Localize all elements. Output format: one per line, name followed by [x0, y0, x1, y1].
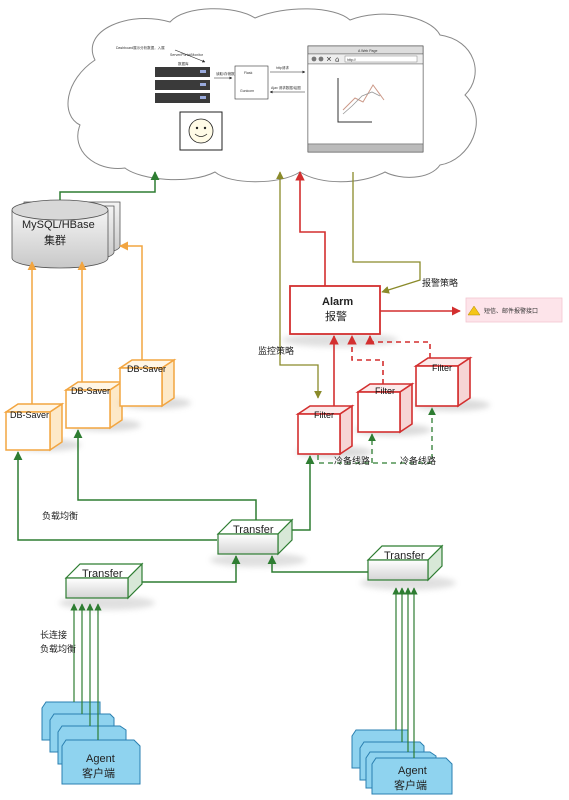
storage-line1: MySQL/HBase: [22, 219, 95, 231]
browser-title: A Web Page: [358, 49, 377, 53]
alarm-policy-arrow: [352, 172, 421, 294]
db-arrow-label: 读取/存储数据: [216, 71, 238, 76]
home-icon: ⌂: [335, 56, 339, 64]
transfer-label-left: Transfer: [82, 568, 123, 580]
alarm-box: Alarm 报警: [282, 285, 398, 347]
flask-box: Flask Gunicorn: [234, 65, 269, 100]
agent-stack-left: Agent 客户端: [41, 701, 141, 785]
storage-to-cloud-arrow: [59, 171, 160, 200]
agent-right-line2: 客户端: [394, 778, 427, 792]
alarm-policy-label: 报警策略: [422, 277, 458, 288]
center-to-filter-arrow: [292, 455, 315, 531]
cold-standby-label-2: 冷备线路: [400, 455, 436, 466]
notify-label: 短信、邮件报警接口: [484, 307, 538, 315]
agent-left-line1: Agent: [86, 753, 115, 765]
ajax-label: Ajax 请求数据/绘图: [271, 85, 301, 90]
monitor-policy-arrow: [279, 182, 322, 399]
mini-chart-line-1: [342, 84, 385, 111]
transfer-links: [13, 429, 368, 583]
notify-box: 短信、邮件报警接口: [465, 297, 563, 323]
transfer-box-center: Transfer: [210, 518, 306, 567]
filter-label-1: Filter: [314, 410, 334, 420]
transfer-box-left: Transfer: [59, 562, 155, 610]
agent-to-transfer-arrows: [70, 587, 418, 758]
alarm-to-cloud-arrows: [295, 171, 326, 286]
dbsaver-label-1: DB-Saver: [10, 410, 49, 420]
storage-line2: 集群: [44, 233, 66, 247]
transfer-label-center: Transfer: [233, 524, 274, 536]
flask-label: Flask: [244, 71, 253, 75]
agent-right-line1: Agent: [398, 765, 427, 777]
dbsaver-label-2: DB-Saver: [71, 386, 110, 396]
browser-url: http://: [347, 58, 356, 62]
dbsaver-cube-1: DB-Saver: [3, 402, 81, 452]
monitor-policy-label: 监控策略: [258, 345, 294, 356]
db-label: 数据库: [178, 61, 189, 66]
mini-chart-axes: [337, 78, 372, 123]
warning-icon: [467, 305, 481, 316]
dbsaver-cube-3: DB-Saver: [117, 358, 191, 409]
agent-stack-right: Agent 客户端: [351, 729, 453, 795]
filter-cube-2: Filter: [355, 382, 431, 436]
alarm-line1: Alarm: [322, 296, 353, 308]
browser-statusbar: [307, 143, 424, 153]
back-icon: [311, 56, 317, 62]
filter-cube-3: Filter: [413, 356, 490, 411]
cloud-note-1: Dashboard展示分析数据，入展: [116, 45, 165, 50]
server-rack-icon: [155, 67, 210, 103]
load-balance-label: 负载均衡: [42, 510, 78, 521]
cold-standby-lines: [317, 407, 436, 464]
dbsaver-cube-2: DB-Saver: [63, 380, 141, 431]
long-conn-label-1: 长连接: [40, 629, 67, 640]
filter-cube-1: Filter: [295, 404, 372, 458]
transfer-label-right: Transfer: [384, 550, 425, 562]
filter-label-2: Filter: [375, 386, 395, 396]
user-face-icon: [179, 111, 223, 151]
close-icon: ✕: [326, 56, 332, 64]
dbsaver-to-storage-arrows: [27, 241, 143, 404]
forward-icon: [318, 56, 324, 62]
dbsaver-label-3: DB-Saver: [127, 364, 166, 374]
mini-chart-line-2: [342, 91, 381, 115]
agent-left-line2: 客户端: [82, 766, 115, 780]
browser-window: A Web Page ✕ ⌂ http://: [307, 45, 424, 153]
filter-to-alarm-arrows: [329, 335, 431, 406]
cold-standby-label-1: 冷备线路: [334, 455, 370, 466]
cloud-note-arrow: [174, 49, 206, 63]
long-conn-label-2: 负载均衡: [40, 643, 76, 654]
filter-label-3: Filter: [432, 363, 452, 373]
http-label: http请求: [276, 65, 289, 70]
center-to-dbsaver-arrow: [73, 429, 257, 520]
alarm-line2: 报警: [325, 309, 347, 323]
transfer-box-right: Transfer: [360, 544, 456, 590]
flask-sub: Gunicorn: [240, 89, 254, 93]
mysql-hbase-cluster: MySQL/HBase 集群: [11, 199, 121, 269]
